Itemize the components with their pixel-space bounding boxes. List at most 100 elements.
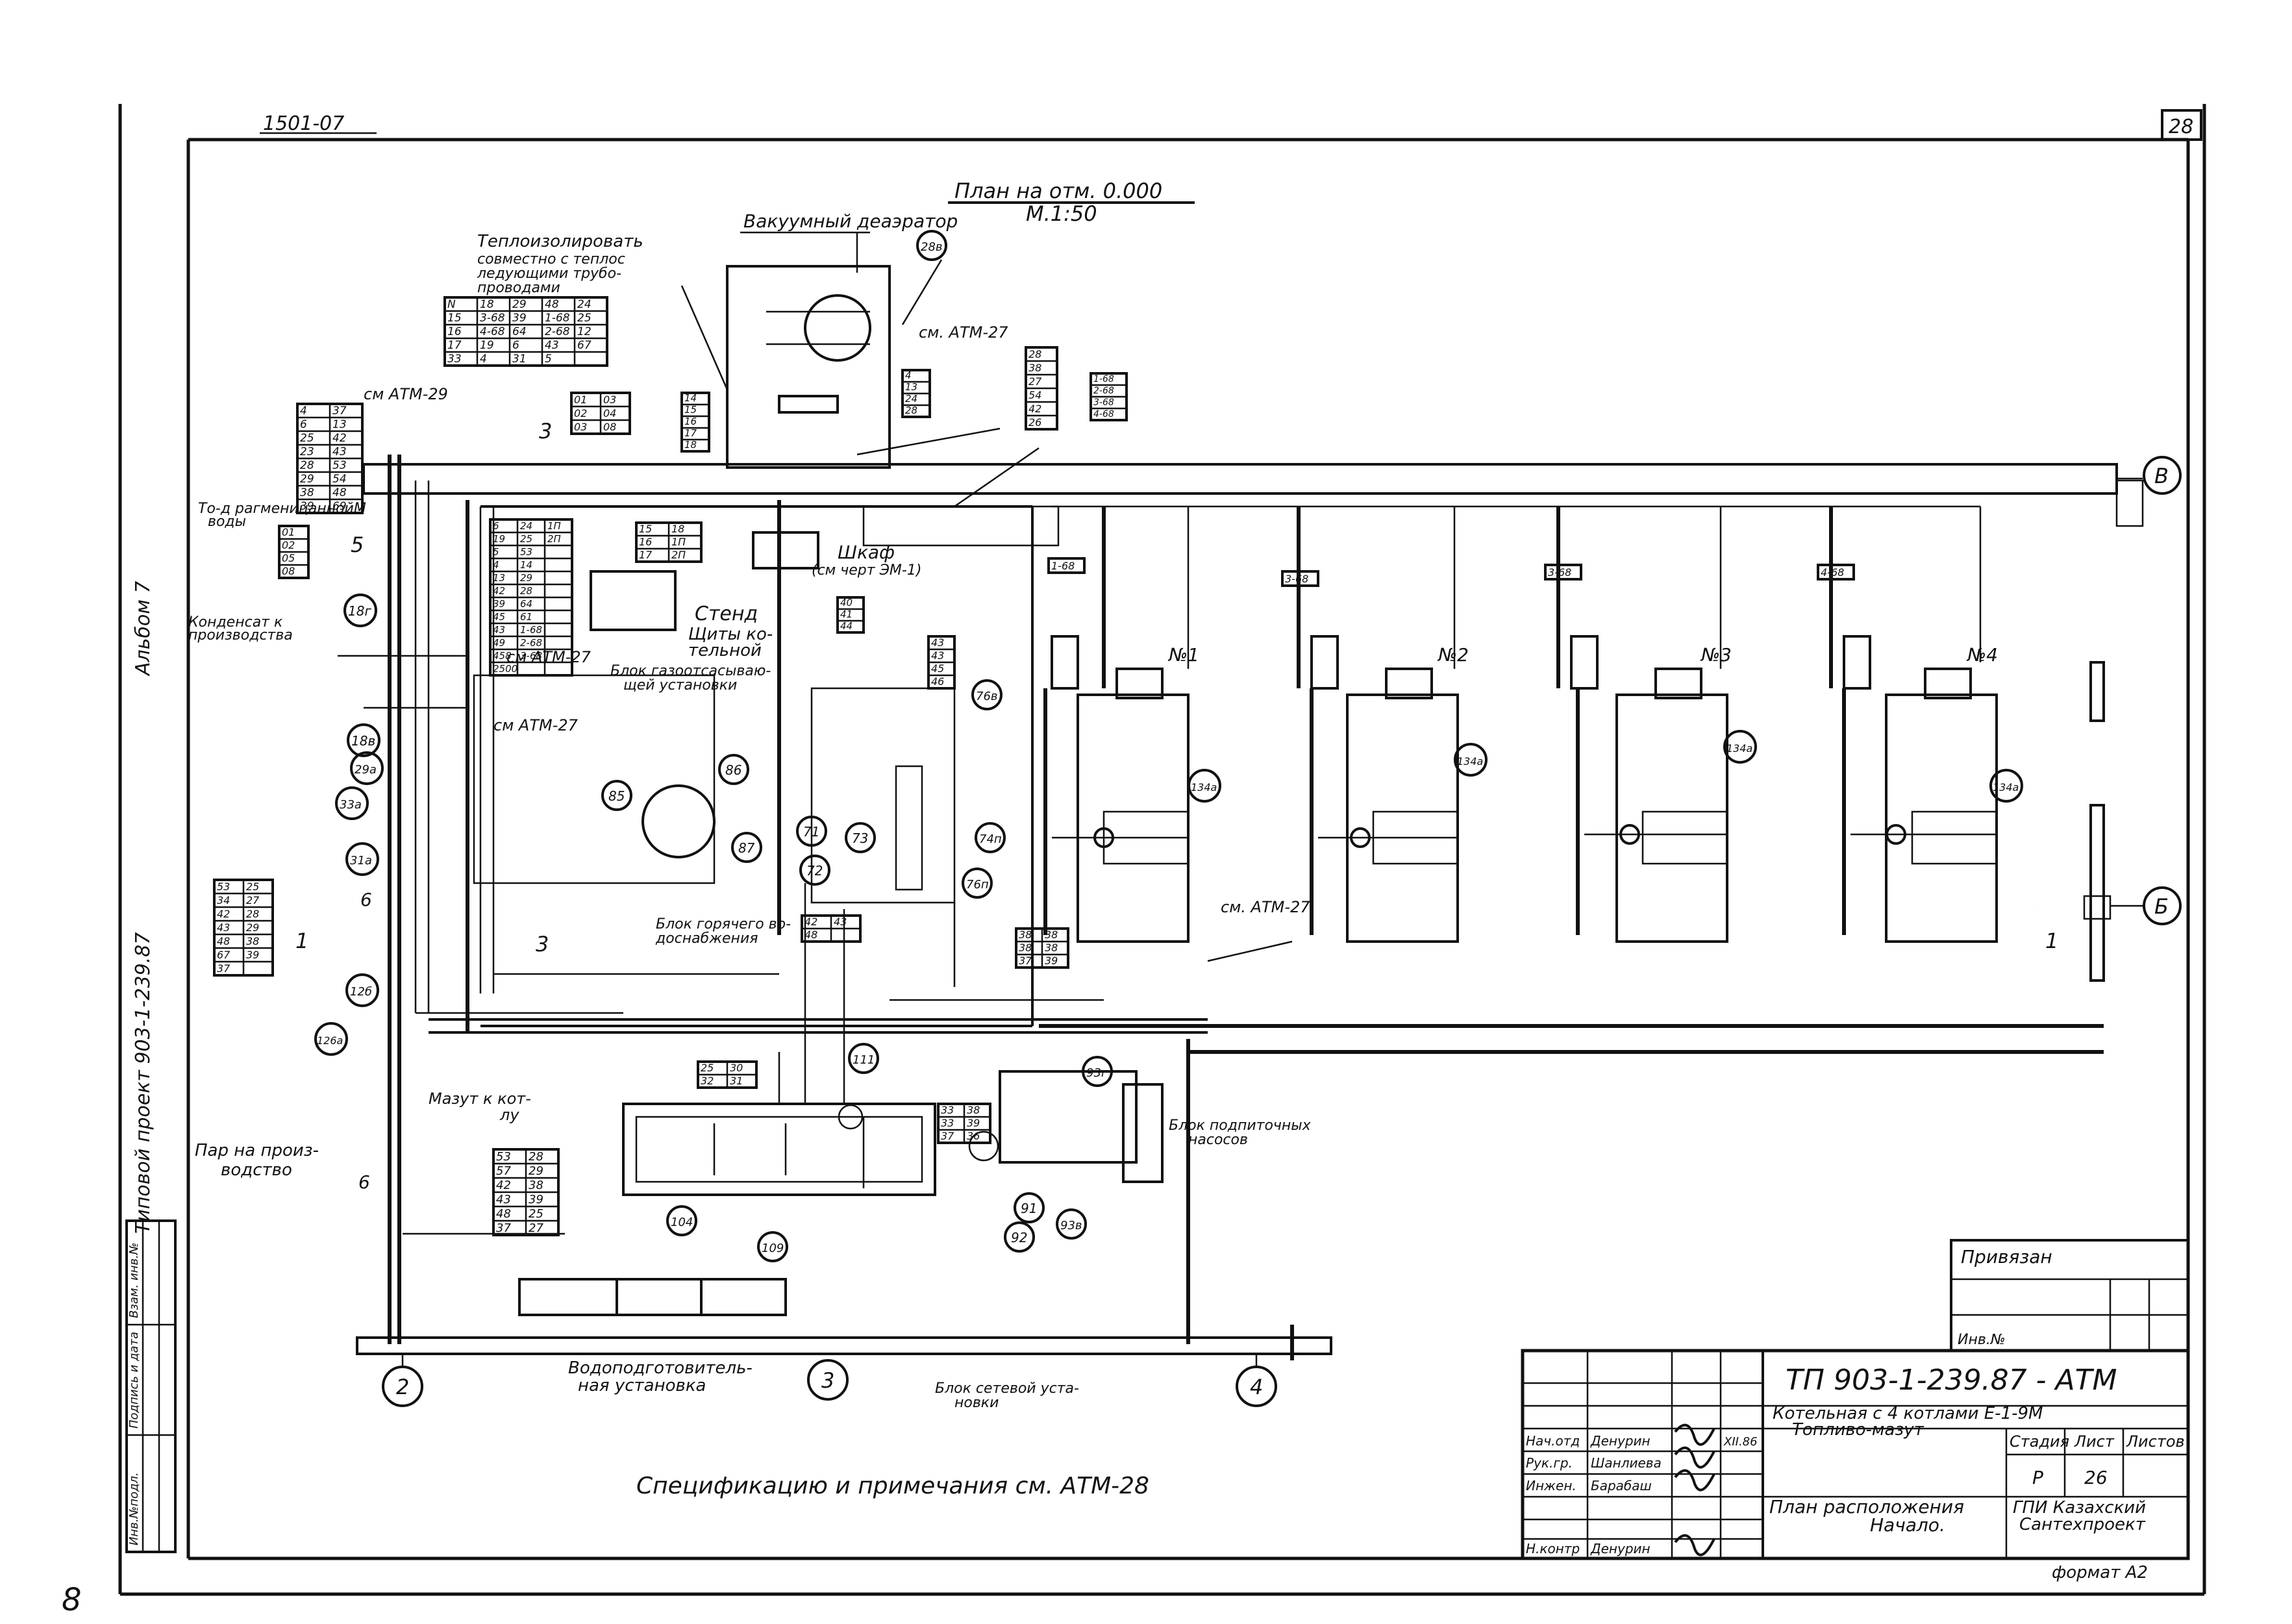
- table-top-main-cell: 31: [512, 353, 527, 366]
- table-left-top-cell: 13: [332, 418, 347, 431]
- project-label: Типовой проект 903-1-239.87: [132, 932, 155, 1234]
- panels-label-1: Щиты ко-: [688, 625, 773, 644]
- sheet-header: Лист: [2074, 1432, 2115, 1451]
- table-panel-cell: 14: [520, 559, 532, 571]
- left-stamp: Инв.№подл. Подпись и дата Взам. инв.№: [125, 1219, 177, 1553]
- see-atm27-label-c: см АТМ-27: [493, 716, 579, 734]
- table-left-top-cell: 48: [332, 486, 347, 499]
- room-6b-label: 6: [358, 1171, 370, 1193]
- wiring: [338, 259, 1293, 1235]
- table-left-top-cell: 28: [300, 459, 314, 472]
- tag-104: 104: [671, 1216, 693, 1229]
- plan-title: План на отм. 0.000: [954, 179, 1162, 203]
- condensate-label-1: Конденсат к: [188, 614, 283, 631]
- inv-label: Инв.№: [1958, 1332, 2006, 1348]
- table-left-bottom-cell: 29: [246, 921, 259, 934]
- deaerator: Вакуумный деаэратор: [726, 210, 958, 469]
- table-left-mid-cell: 08: [282, 565, 295, 577]
- attached-label: Привязан: [1961, 1246, 2052, 1268]
- table-panel-cell: 6: [493, 520, 499, 532]
- plan-labels: Теплоизолировать совместно с теплос леду…: [188, 232, 2058, 1499]
- table-panel-cell: 28: [520, 585, 532, 597]
- table-top-main-cell: 18: [480, 298, 494, 311]
- condensate-label-2: производства: [188, 627, 293, 643]
- boiler-4-label: №4: [1966, 644, 1998, 666]
- makeup-pumps-label-2: насосов: [1188, 1132, 1248, 1148]
- table-stand-cell: 1П: [671, 536, 686, 548]
- table-right-top-b-cell: 1-68: [1093, 374, 1114, 384]
- org-line-1: ГПИ Казахский: [2013, 1498, 2146, 1518]
- table-right-top-b: 1-682-683-684-68: [1090, 372, 1128, 421]
- table-left-bottom-cell: 67: [217, 949, 230, 961]
- tag-93g: 93г: [1086, 1066, 1108, 1080]
- table-bottom-center-cell: 29: [529, 1164, 543, 1178]
- tag-92: 92: [1011, 1230, 1027, 1245]
- axis-4-label: 4: [1250, 1375, 1263, 1399]
- table-panel-cell: 4: [493, 559, 499, 571]
- see-atm27-label-b: см АТМ-27: [506, 648, 592, 666]
- table-top-main-cell: 4-68: [480, 325, 505, 338]
- deaerator-label-1: Вакуумный деаэратор: [743, 210, 958, 232]
- table-left-bottom-cell: 34: [217, 894, 230, 906]
- hot-water-label-1: Блок горячего во-: [656, 916, 791, 932]
- role-3: Н.контр: [1526, 1541, 1580, 1556]
- table-boiler-tag-2-cell: 3-68: [1285, 573, 1308, 585]
- stage-value: Р: [2032, 1467, 2043, 1488]
- table-left-top-cell: 29: [300, 473, 314, 486]
- table-bottom-center-cell: 43: [496, 1193, 511, 1206]
- table-bottom-center-cell: 48: [496, 1207, 511, 1221]
- name-1: Шанлиева: [1591, 1455, 1662, 1471]
- building-plan: [356, 455, 2144, 1360]
- table-top-small-cell: 04: [603, 407, 616, 419]
- tag-76p: 76п: [966, 878, 989, 892]
- sheet-frame: [118, 104, 2206, 1596]
- table-left-top-cell: 53: [332, 459, 347, 472]
- steam-label-1: Пар на произ-: [195, 1141, 319, 1160]
- margin-note: 8: [62, 1582, 82, 1618]
- table-top-main-cell: 39: [512, 312, 527, 325]
- role-1: Рук.гр.: [1526, 1455, 1573, 1471]
- table-right-top-b-cell: 4-68: [1093, 409, 1114, 419]
- see-atm27-label-d: см. АТМ-27: [1221, 898, 1310, 916]
- tag-134a-3: 134а: [1726, 742, 1752, 755]
- table-left-top-cell: 25: [300, 432, 314, 445]
- table-left-bottom-cell: 39: [246, 949, 259, 961]
- table-bottom-center-cell: 25: [529, 1207, 543, 1221]
- room-3a-label: 3: [539, 419, 552, 443]
- table-upper-small-cell: 4: [905, 369, 912, 381]
- axis-bubble-3: [807, 1359, 849, 1401]
- table-top-col-cell: 17: [684, 427, 697, 439]
- sheets-header: Листов: [2126, 1432, 2185, 1451]
- treated-water-label-2: воды: [208, 514, 246, 530]
- table-top-main-cell: 4: [480, 353, 487, 366]
- tag-18v: 18в: [351, 733, 375, 749]
- table-top-main-cell: 3-68: [480, 312, 505, 325]
- tag-71: 71: [803, 824, 819, 840]
- tag-74p: 74п: [979, 832, 1002, 846]
- tag-134a-1: 134а: [1191, 781, 1217, 793]
- table-panel-cell: 2-68: [520, 637, 542, 649]
- mazut-label-2: лу: [499, 1106, 519, 1124]
- tag-93v: 93в: [1060, 1219, 1082, 1232]
- table-right-top-a-cell: 27: [1028, 375, 1042, 388]
- makeup-pumps-label-1: Блок подпиточных: [1169, 1118, 1312, 1134]
- table-top-main-cell: 67: [577, 339, 592, 352]
- table-bottom-center-cell: 28: [529, 1150, 543, 1164]
- tag-126a: 126а: [317, 1034, 343, 1047]
- table-top-main-cell: 43: [545, 339, 559, 352]
- table-left-top-cell: 39: [300, 500, 314, 513]
- drawing-title-1: План расположения: [1769, 1496, 1964, 1518]
- object-line-2: Топливо-мазут: [1792, 1420, 1925, 1440]
- table-panel-cell: 1-68: [520, 624, 542, 636]
- boilers: [1043, 505, 1998, 943]
- table-panel-cell: 25: [520, 533, 532, 545]
- table-top-main-cell: 48: [545, 298, 559, 311]
